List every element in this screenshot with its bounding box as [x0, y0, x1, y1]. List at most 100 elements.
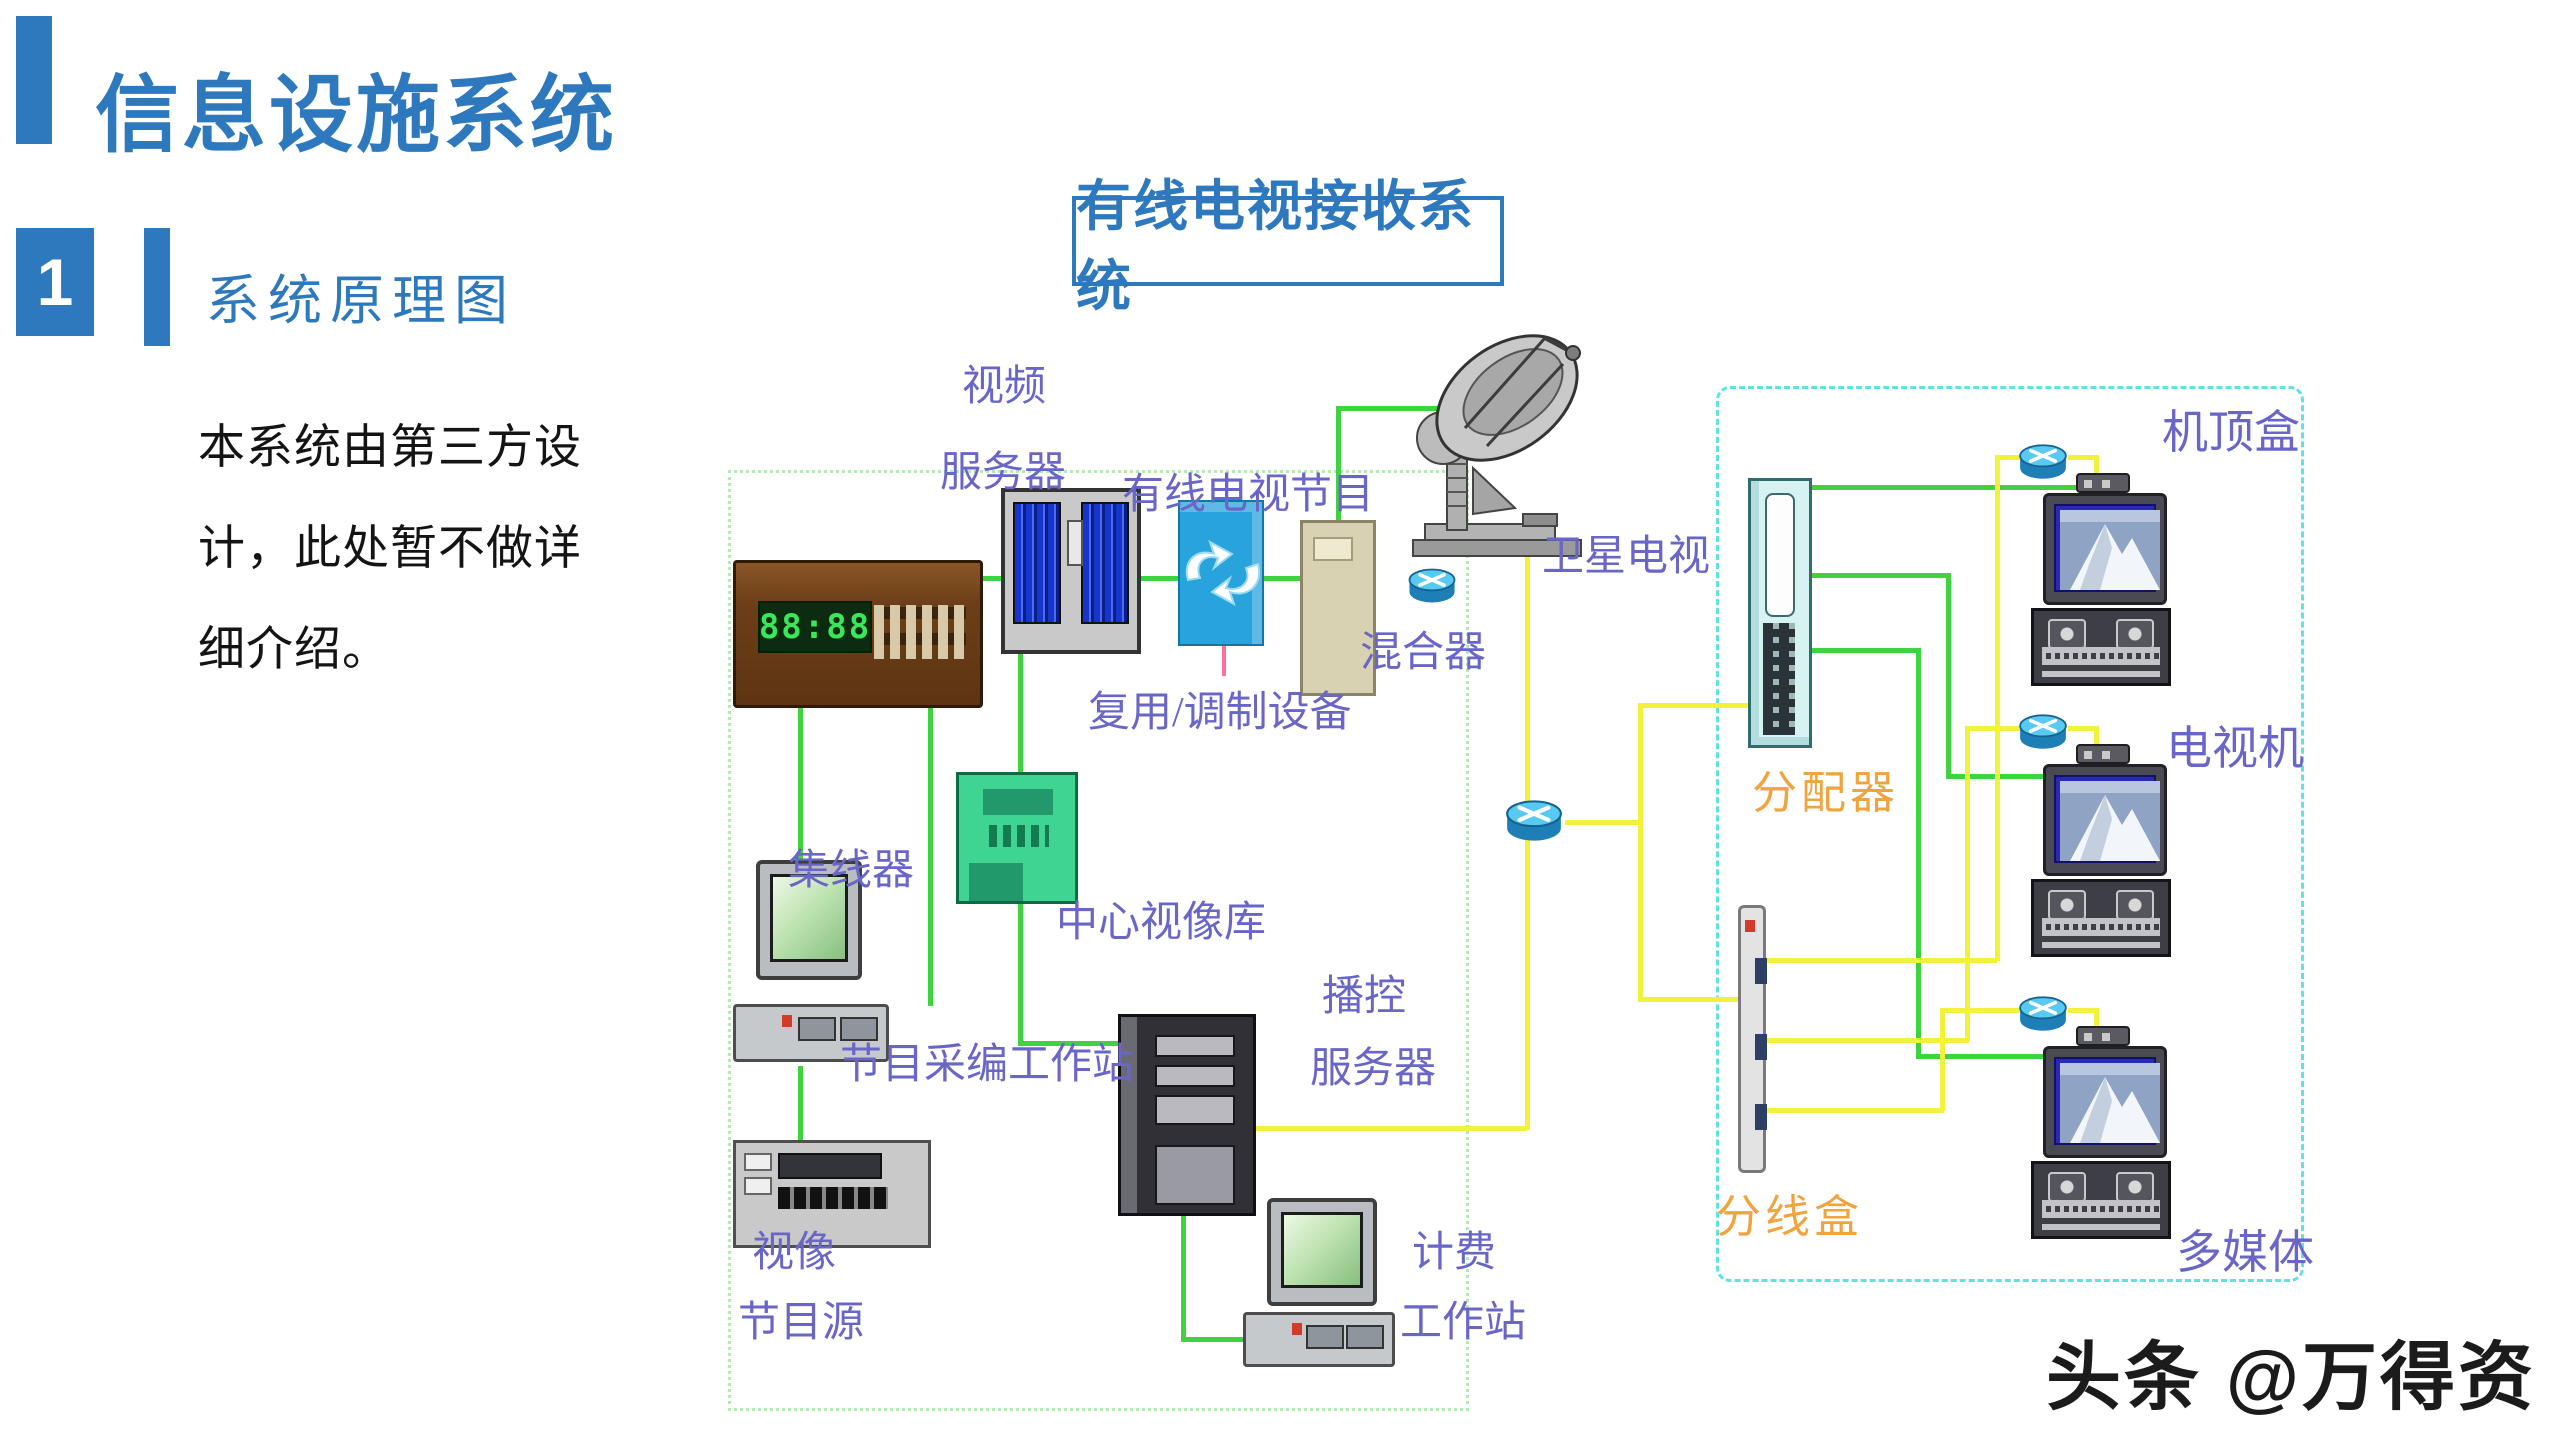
- distributor-ports: [1763, 623, 1795, 735]
- section-number-badge: 1: [16, 228, 94, 336]
- network-line: [1766, 1108, 1944, 1113]
- vcr-display: [778, 1153, 882, 1179]
- label-central-video-library: 中心视像库: [1056, 900, 1267, 946]
- network-line: [1916, 1054, 2078, 1059]
- network-line: [1965, 726, 2020, 731]
- network-line: [1638, 703, 1752, 708]
- title-accent-bar: [16, 16, 52, 144]
- diagram-title-box: 有线电视接收系统: [1072, 175, 1504, 317]
- page-title: 信息设施系统: [95, 68, 618, 162]
- network-line: [1812, 573, 1950, 578]
- set-top-box-icon: [2076, 1026, 2130, 1046]
- network-line: [1965, 726, 1970, 1041]
- network-line: [1181, 1337, 1247, 1342]
- server-door: [1013, 502, 1061, 624]
- network-line: [1018, 1041, 1122, 1046]
- network-line: [1638, 820, 1643, 1002]
- network-line: [2068, 455, 2098, 460]
- vcr-button: [744, 1153, 772, 1171]
- connector-line: [1222, 646, 1226, 676]
- status-led: [1745, 920, 1755, 932]
- network-line: [1766, 1038, 1969, 1043]
- splitter-box-icon: [1738, 905, 1767, 1173]
- label-mux-mod: 复用/调制设备: [1088, 690, 1352, 736]
- monitor-screen: [1281, 1212, 1363, 1288]
- body-text-line: 本系统由第三方设: [198, 420, 582, 473]
- rack-fan: [2048, 1172, 2086, 1202]
- video-library-board-icon: [956, 772, 1078, 904]
- av-rack-icon: [2031, 608, 2171, 686]
- av-rack-icon: [2031, 1161, 2171, 1239]
- rack-fan: [2048, 619, 2086, 649]
- network-line: [1336, 406, 1341, 524]
- hub-buttons: [874, 605, 966, 659]
- rack-slots: [2042, 1200, 2160, 1230]
- network-line: [1946, 573, 1951, 779]
- settop-router-icon: [2016, 992, 2070, 1036]
- drive-bay: [1155, 1035, 1235, 1057]
- billing-workstation-monitor-icon: [1267, 1198, 1377, 1306]
- vcr-slots: [778, 1187, 888, 1209]
- splitter-port: [1755, 958, 1767, 984]
- headend-group-border: [728, 470, 1469, 1411]
- label-hub: 集线器: [788, 848, 915, 894]
- drive-bay: [1346, 1325, 1384, 1349]
- distributor-rack-icon: [1748, 478, 1812, 748]
- network-line: [1018, 654, 1023, 774]
- backbone-router-icon: [1503, 795, 1565, 847]
- drive-bay: [1306, 1325, 1344, 1349]
- label-multimedia: 多媒体: [2176, 1227, 2314, 1278]
- cable-program-device-icon: [1300, 520, 1376, 696]
- network-line: [1638, 703, 1643, 823]
- network-line: [1812, 485, 2078, 490]
- label-video-server-1: 视频: [962, 364, 1047, 410]
- section-title: 系统原理图: [206, 271, 516, 331]
- set-top-box-icon: [2076, 473, 2130, 493]
- billing-workstation-base-icon: [1243, 1312, 1395, 1367]
- network-line: [1916, 648, 1921, 1059]
- rack-slots: [2042, 918, 2160, 948]
- label-distributor: 分配器: [1752, 768, 1900, 818]
- tv-icon: [2043, 493, 2167, 605]
- drive-bay: [1155, 1095, 1235, 1125]
- network-line: [1766, 958, 1997, 963]
- label-video-source-1: 视像: [752, 1230, 837, 1276]
- body-text-line: 细介绍。: [198, 622, 390, 675]
- settop-router-icon: [2016, 710, 2070, 754]
- label-billing-2: 工作站: [1400, 1300, 1527, 1346]
- label-edit-workstation: 节目采编工作站: [840, 1042, 1135, 1088]
- front-panel: [1155, 1145, 1235, 1205]
- network-line: [2094, 455, 2099, 479]
- label-tv-set: 电视机: [2166, 723, 2304, 774]
- rack-slots: [2042, 647, 2160, 677]
- mixer-router-icon: [1406, 564, 1458, 608]
- label-satellite-tv: 卫星电视: [1542, 534, 1711, 580]
- network-line: [928, 706, 933, 1006]
- network-line: [2094, 1008, 2099, 1032]
- settop-router-icon: [2016, 440, 2070, 484]
- broadcast-server-tower-icon: [1118, 1014, 1256, 1216]
- video-server-icon: [1001, 488, 1141, 654]
- av-rack-icon: [2031, 879, 2171, 957]
- network-line: [2068, 1008, 2098, 1013]
- section-accent-bar: [144, 228, 170, 346]
- rack-fan: [2116, 890, 2154, 920]
- rack-fan: [2116, 619, 2154, 649]
- splitter-port: [1755, 1104, 1767, 1130]
- tv-icon: [2043, 764, 2167, 876]
- network-line: [798, 1066, 803, 1142]
- distributor-panel: [1765, 493, 1795, 617]
- server-handle: [1067, 520, 1083, 566]
- label-billing-1: 计费: [1412, 1230, 1497, 1276]
- network-line: [1995, 455, 2020, 460]
- label-video-source-2: 节目源: [738, 1300, 865, 1346]
- network-line: [1525, 556, 1530, 1130]
- watermark-text: 头条 @万得资源: [2046, 1335, 2536, 1419]
- drive-bay: [1155, 1065, 1235, 1087]
- network-line: [1565, 820, 1640, 825]
- network-line: [1638, 997, 1740, 1002]
- device-slot: [1313, 537, 1353, 561]
- network-line: [2094, 726, 2099, 750]
- network-line: [798, 706, 803, 862]
- edit-workstation-base-icon: [733, 1004, 889, 1062]
